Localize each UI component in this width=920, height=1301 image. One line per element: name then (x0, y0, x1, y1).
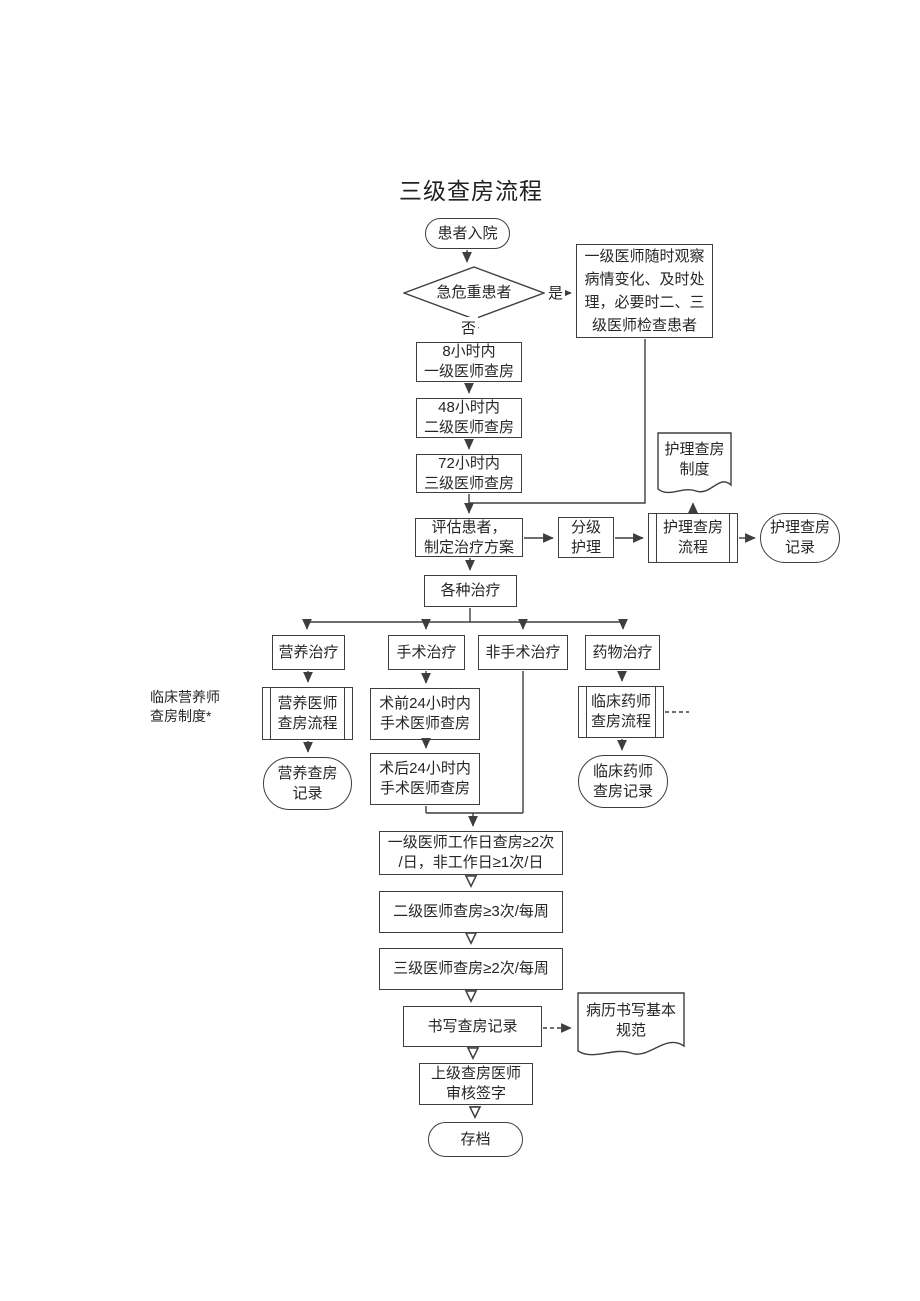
node-clinical-pharmacist-round-process: 临床药师 查房流程 (578, 686, 664, 738)
node-critical-patient-decision: 急危重患者 (403, 266, 545, 320)
node-graded-nursing-label: 分级 护理 (570, 518, 601, 556)
node-archive-label: 存档 (460, 1130, 491, 1148)
node-nutrition-doctor-round-process-label: 营养医师 查房流程 (277, 694, 338, 732)
edge-label-yes: 是 (546, 282, 566, 303)
node-surgical-treatment: 手术治疗 (388, 635, 465, 670)
node-record-writing-spec-label: 病历书写基本 规范 (585, 1002, 676, 1039)
node-level3-round-frequency: 三级医师查房≥2次/每周 (379, 948, 563, 990)
plain-connectors (307, 339, 689, 814)
hollow-arrow-connectors (464, 875, 482, 1120)
node-patient-admission-label: 患者入院 (437, 224, 498, 242)
node-write-round-record: 书写查房记录 (403, 1006, 542, 1047)
node-surgical-treatment-label: 手术治疗 (396, 643, 457, 661)
node-postsurgery-round-label: 术后24小时内 手术医师查房 (379, 760, 471, 797)
node-superior-review-sign-label: 上级查房医师 审核签字 (430, 1065, 521, 1102)
note-clinical-nutritionist-system-label: 临床营养师 查房制度* (150, 689, 220, 724)
edge-label-no: 否 (459, 317, 479, 338)
node-nursing-round-system-document: 护理查房 制度 (657, 432, 732, 500)
node-clinical-pharmacist-round-record: 临床药师 查房记录 (578, 755, 668, 808)
node-level1-doctor-observe: 一级医师随时观察 病情变化、及时处 理，必要时二、三 级医师检查患者 (576, 244, 713, 338)
node-nutrition-round-record-label: 营养查房 记录 (277, 764, 338, 802)
node-level1-round-frequency: 一级医师工作日查房≥2次 /日，非工作日≥1次/日 (379, 831, 563, 875)
note-clinical-nutritionist-system: 临床营养师 查房制度* (150, 688, 260, 728)
page-title: 三级查房流程 (399, 178, 543, 204)
node-level1-round-frequency-label: 一级医师工作日查房≥2次 /日，非工作日≥1次/日 (387, 834, 555, 871)
node-nursing-round-record: 护理查房 记录 (760, 513, 840, 563)
node-level2-round-frequency: 二级医师查房≥3次/每周 (379, 891, 563, 933)
node-graded-nursing: 分级 护理 (558, 517, 614, 558)
node-archive: 存档 (428, 1122, 523, 1157)
node-critical-patient-label: 急危重患者 (436, 284, 512, 302)
document-shape (577, 992, 685, 1056)
node-nutrition-doctor-round-process: 营养医师 查房流程 (262, 687, 353, 740)
node-within-48h-round-label: 48小时内 二级医师查房 (423, 399, 514, 436)
solid-arrow-connectors (302, 250, 756, 827)
node-within-8h-round-label: 8小时内 一级医师查房 (423, 343, 514, 380)
node-nursing-round-record-label: 护理查房 记录 (769, 519, 830, 556)
node-clinical-pharmacist-round-process-label: 临床药师 查房流程 (590, 693, 651, 730)
node-within-72h-round-label: 72小时内 三级医师查房 (423, 454, 514, 492)
node-nutrition-treatment: 营养治疗 (272, 635, 345, 670)
node-within-48h-round: 48小时内 二级医师查房 (416, 398, 522, 438)
node-nursing-round-system-label: 护理查房 制度 (664, 441, 725, 478)
node-superior-review-sign: 上级查房医师 审核签字 (419, 1063, 533, 1105)
node-presurgery-round-label: 术前24小时内 手术医师查房 (379, 695, 471, 732)
node-nutrition-round-record: 营养查房 记录 (263, 757, 352, 810)
node-patient-admission: 患者入院 (425, 218, 510, 249)
node-level1-doctor-observe-label: 一级医师随时观察 病情变化、及时处 理，必要时二、三 级医师检查患者 (584, 247, 705, 335)
document-shape (657, 432, 732, 494)
node-drug-treatment-label: 药物治疗 (592, 643, 653, 661)
node-nutrition-treatment-label: 营养治疗 (278, 643, 339, 661)
node-nonsurgical-treatment-label: 非手术治疗 (485, 643, 561, 661)
node-various-treatments: 各种治疗 (424, 575, 517, 607)
node-record-writing-spec-document: 病历书写基本 规范 (577, 992, 685, 1062)
node-nursing-round-process-label: 护理查房 流程 (662, 519, 723, 556)
node-presurgery-round: 术前24小时内 手术医师查房 (370, 688, 480, 740)
node-nursing-round-process: 护理查房 流程 (648, 513, 738, 563)
node-postsurgery-round: 术后24小时内 手术医师查房 (370, 753, 480, 805)
node-clinical-pharmacist-round-record-label: 临床药师 查房记录 (592, 762, 653, 800)
dotted-arrow-connectors (543, 502, 698, 1033)
node-nonsurgical-treatment: 非手术治疗 (478, 635, 568, 670)
node-write-round-record-label: 书写查房记录 (427, 1017, 518, 1035)
node-drug-treatment: 药物治疗 (585, 635, 660, 670)
node-assess-patient-label: 评估患者， 制定治疗方案 (423, 518, 514, 556)
node-level3-round-frequency-label: 三级医师查房≥2次/每周 (393, 960, 549, 978)
node-various-treatments-label: 各种治疗 (440, 582, 501, 600)
node-within-8h-round: 8小时内 一级医师查房 (416, 342, 522, 382)
node-within-72h-round: 72小时内 三级医师查房 (416, 454, 522, 493)
node-assess-patient: 评估患者， 制定治疗方案 (415, 518, 523, 557)
node-level2-round-frequency-label: 二级医师查房≥3次/每周 (393, 903, 549, 921)
